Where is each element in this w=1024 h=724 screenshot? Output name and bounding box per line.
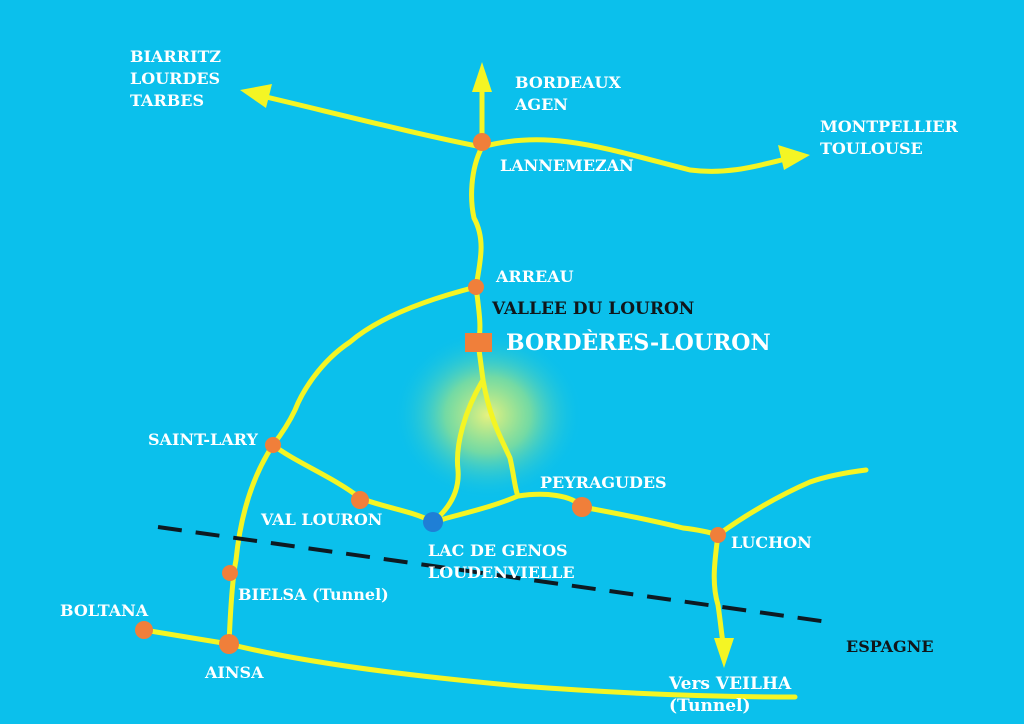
- destination-north-line: BORDEAUX: [515, 73, 621, 92]
- road-ainsa-east: [226, 641, 798, 700]
- town-dot-ainsa: [219, 634, 239, 654]
- town-label-saint-lary: SAINT-LARY: [148, 430, 258, 449]
- arrow-east: [778, 145, 810, 170]
- road-luchon-north: [715, 467, 869, 538]
- road-luchon-south: [711, 532, 727, 651]
- town-label-boltana: BOLTANA: [60, 601, 149, 620]
- town-label-luchon: LUCHON: [731, 533, 812, 552]
- sun-glow: [393, 330, 583, 500]
- road-lannemezan-to-arreau: [469, 144, 485, 290]
- town-label-lannemezan: LANNEMEZAN: [500, 156, 634, 175]
- road-borderes-to-lake: [430, 377, 486, 525]
- lake-label: LAC DE GENOS LOUDENVIELLE: [428, 540, 575, 584]
- lake-dot: [423, 512, 443, 532]
- destination-north-label: BORDEAUX AGEN: [515, 72, 621, 116]
- town-dot-bielsa: [222, 565, 238, 581]
- valley-label: VALLEE DU LOURON: [492, 299, 695, 319]
- town-dot-peyragudes: [572, 497, 592, 517]
- town-dot-arreau: [468, 279, 484, 295]
- destination-east-label: MONTPELLIER TOULOUSE: [820, 116, 958, 160]
- town-label-bielsa: BIELSA (Tunnel): [238, 585, 389, 604]
- destination-west-line: BIARRITZ: [130, 47, 222, 66]
- town-label-arreau: ARREAU: [496, 267, 574, 286]
- road-saint-lary-to-ainsa: [226, 442, 276, 647]
- road-ainsa-west: [141, 627, 232, 647]
- town-label-ainsa: AINSA: [205, 663, 264, 682]
- lake-label-line: LOUDENVIELLE: [428, 563, 575, 582]
- town-label-val-louron: VAL LOURON: [261, 510, 383, 529]
- country-label-espagne: ESPAGNE: [846, 637, 934, 656]
- arrow-north: [472, 62, 492, 92]
- town-dot-saint-lary: [265, 437, 281, 453]
- town-label-peyragudes: PEYRAGUDES: [540, 473, 667, 492]
- lake-label-line: LAC DE GENOS: [428, 541, 568, 560]
- destination-east-line: MONTPELLIER: [820, 117, 958, 136]
- destination-north-line: AGEN: [515, 95, 568, 114]
- road-west-to-lannemezan: [259, 93, 485, 150]
- town-dot-val-louron: [351, 491, 369, 509]
- town-dot-lannemezan: [473, 133, 491, 151]
- road-arreau-to-saint-lary: [270, 284, 479, 448]
- destination-south-label: Vers VEILHA (Tunnel): [669, 673, 791, 717]
- destination-west-label: BIARRITZ LOURDES TARBES: [130, 46, 221, 112]
- arrow-south: [714, 638, 734, 668]
- destination-east-line: TOULOUSE: [820, 139, 923, 158]
- road-borderes-to-peyragudes: [480, 377, 521, 499]
- destination-west-line: TARBES: [130, 91, 205, 110]
- destination-west-line: LOURDES: [130, 69, 221, 88]
- village-label: BORDÈRES-LOURON: [506, 330, 771, 356]
- road-east-to-toulouse: [479, 137, 793, 174]
- town-dot-boltana: [135, 621, 153, 639]
- arrow-west: [240, 84, 272, 108]
- destination-south-line: Vers VEILHA: [669, 674, 792, 694]
- town-dot-luchon: [710, 527, 726, 543]
- destination-south-line: (Tunnel): [669, 696, 751, 716]
- village-square-borderes: [465, 333, 492, 352]
